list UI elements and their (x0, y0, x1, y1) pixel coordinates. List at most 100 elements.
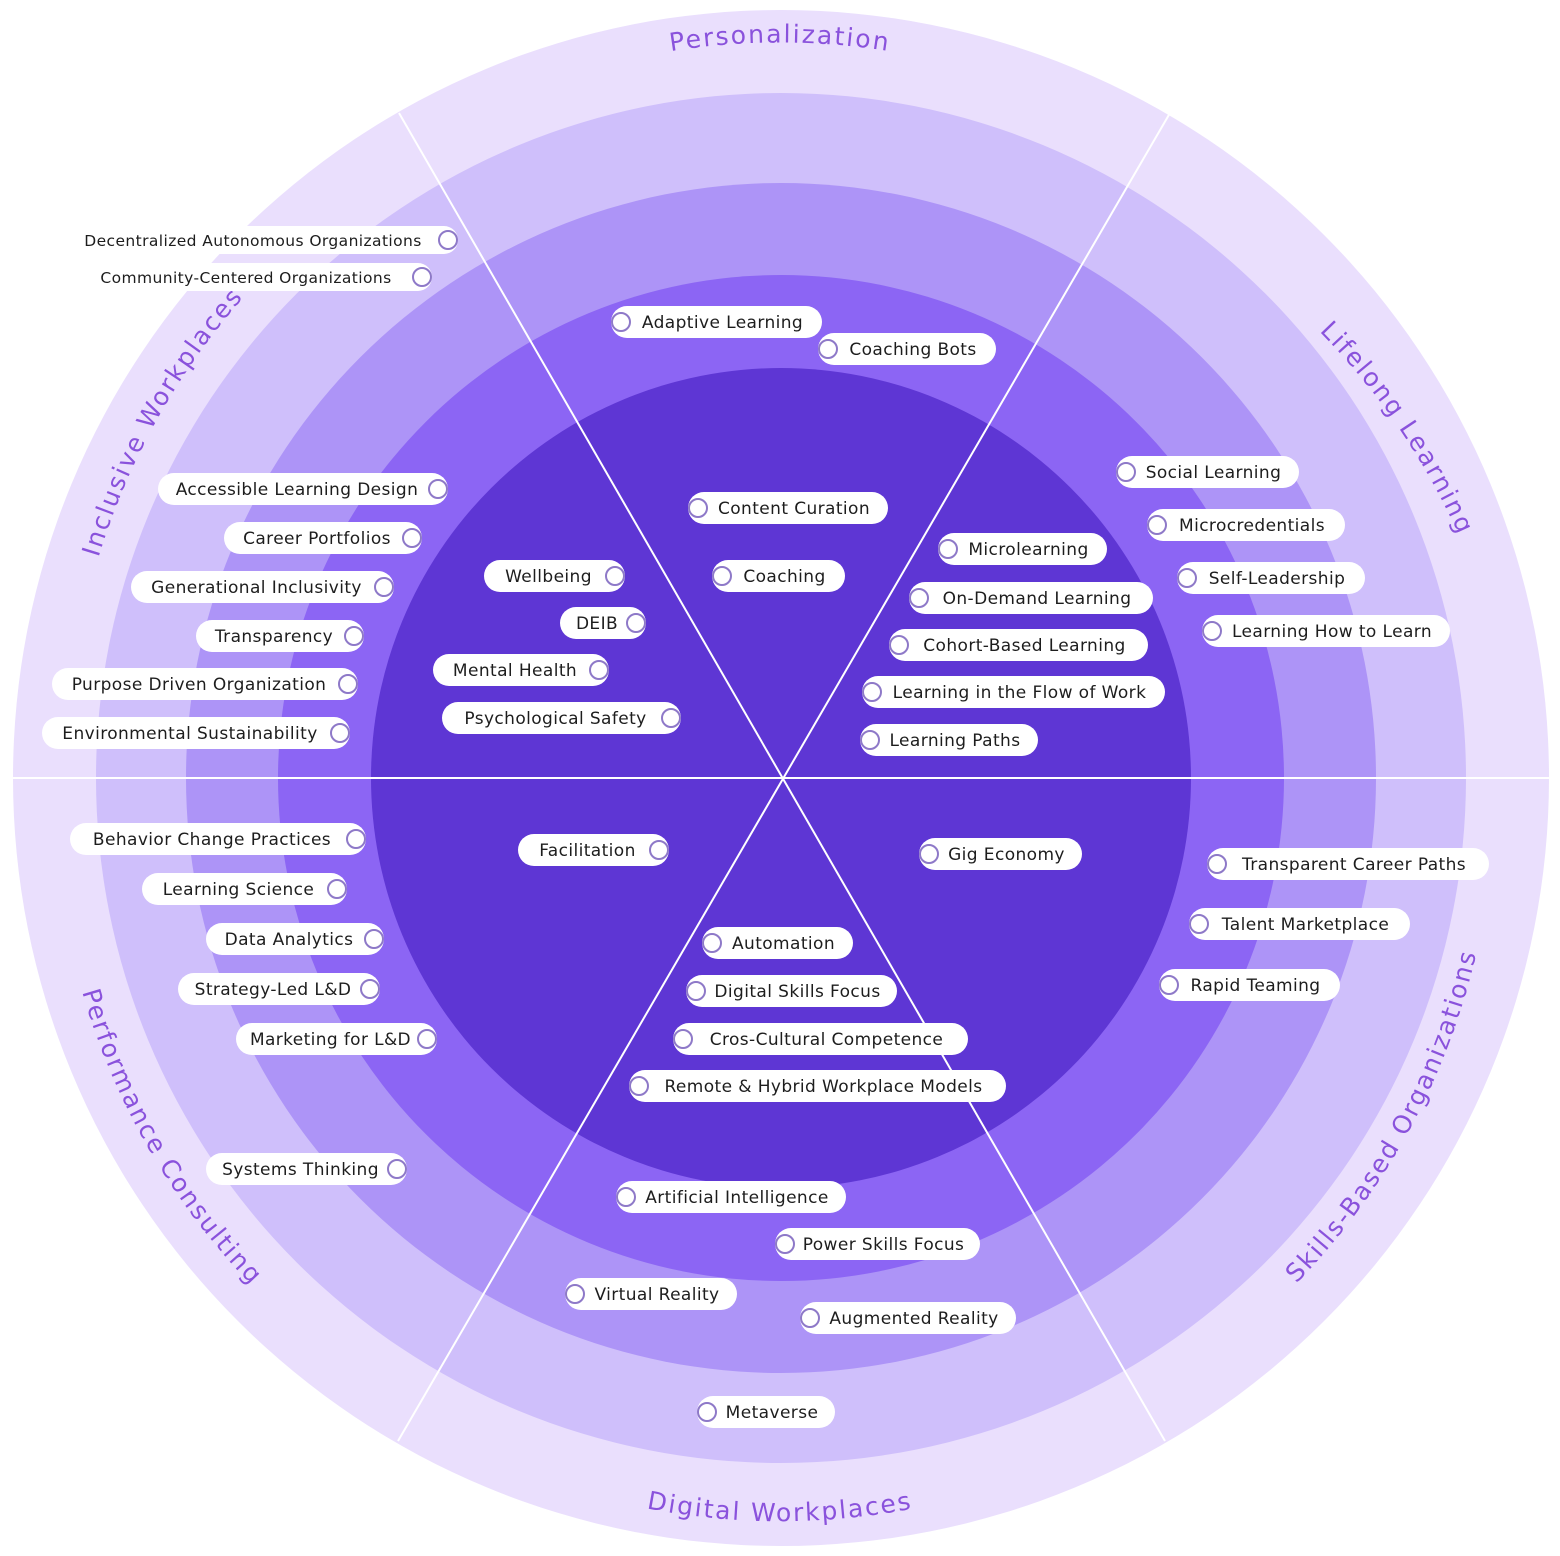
trend-item-wellbeing[interactable]: Wellbeing (484, 560, 625, 592)
trend-item-pill[interactable] (629, 1070, 1006, 1102)
trend-item-pill[interactable] (712, 560, 845, 592)
trend-item-pill[interactable] (224, 522, 422, 554)
trend-item-rapid-teaming[interactable]: Rapid Teaming (1159, 969, 1340, 1001)
trend-item-pill[interactable] (800, 1302, 1016, 1334)
trend-item-pill[interactable] (775, 1228, 980, 1260)
trend-item-transparency[interactable]: Transparency (196, 620, 364, 652)
trend-item-mental-health[interactable]: Mental Health (433, 654, 609, 686)
trend-item-on-demand-learning[interactable]: On-Demand Learning (909, 582, 1153, 614)
trend-item-label: Behavior Change Practices (93, 830, 331, 850)
trend-item-systems-thinking[interactable]: Systems Thinking (206, 1153, 407, 1185)
trend-item-pill[interactable] (909, 582, 1153, 614)
trend-item-pill[interactable] (673, 1023, 968, 1055)
trend-item-pill[interactable] (131, 571, 394, 603)
trend-item-automation[interactable]: Automation (702, 927, 853, 959)
trend-item-microcredentials[interactable]: Microcredentials (1147, 509, 1345, 541)
trend-item-pill[interactable] (560, 607, 646, 639)
trend-item-learning-paths[interactable]: Learning Paths (860, 724, 1038, 756)
trend-item-pill[interactable] (158, 473, 448, 505)
trend-item-marketing-for-landd[interactable]: Marketing for L&D (236, 1023, 437, 1055)
trend-item-learning-in-the-flow-of-work[interactable]: Learning in the Flow of Work (862, 676, 1165, 708)
trend-item-pill[interactable] (442, 702, 681, 734)
trend-item-psychological-safety[interactable]: Psychological Safety (442, 702, 681, 734)
trend-item-pill[interactable] (52, 668, 358, 700)
trend-item-dot-icon (629, 1076, 649, 1096)
trend-item-gig-economy[interactable]: Gig Economy (919, 838, 1082, 870)
trend-item-pill[interactable] (236, 1023, 437, 1055)
trend-item-pill[interactable] (1202, 615, 1450, 647)
trend-item-decentralized-autonomous-organizations[interactable]: Decentralized Autonomous Organizations (60, 226, 458, 254)
trend-item-strategy-led-landd[interactable]: Strategy-Led L&D (178, 973, 380, 1005)
trend-item-pill[interactable] (688, 492, 888, 524)
trend-item-cros-cultural-competence[interactable]: Cros-Cultural Competence (673, 1023, 968, 1055)
trend-item-pill[interactable] (818, 333, 996, 365)
trend-item-virtual-reality[interactable]: Virtual Reality (565, 1278, 737, 1310)
trend-item-label: Facilitation (539, 841, 636, 861)
trend-item-pill[interactable] (702, 927, 853, 959)
trend-item-pill[interactable] (72, 263, 432, 291)
trend-item-pill[interactable] (196, 620, 364, 652)
trend-item-accessible-learning-design[interactable]: Accessible Learning Design (158, 473, 448, 505)
trend-item-pill[interactable] (206, 923, 384, 955)
trend-item-cohort-based-learning[interactable]: Cohort-Based Learning (889, 629, 1148, 661)
trend-item-data-analytics[interactable]: Data Analytics (206, 923, 384, 955)
trend-item-deib[interactable]: DEIB (560, 607, 646, 639)
trend-item-career-portfolios[interactable]: Career Portfolios (224, 522, 422, 554)
trend-item-learning-how-to-learn[interactable]: Learning How to Learn (1202, 615, 1450, 647)
trend-item-augmented-reality[interactable]: Augmented Reality (800, 1302, 1016, 1334)
trend-item-behavior-change-practices[interactable]: Behavior Change Practices (70, 823, 366, 855)
trend-item-pill[interactable] (206, 1153, 407, 1185)
trend-item-remote-and-hybrid-workplace-models[interactable]: Remote & Hybrid Workplace Models (629, 1070, 1006, 1102)
trend-item-pill[interactable] (862, 676, 1165, 708)
trend-item-facilitation[interactable]: Facilitation (518, 834, 669, 866)
trend-item-label: Microcredentials (1179, 516, 1325, 536)
trend-item-label: Augmented Reality (829, 1309, 998, 1329)
trend-item-environmental-sustainability[interactable]: Environmental Sustainability (42, 717, 350, 749)
trend-item-label: Environmental Sustainability (62, 724, 317, 744)
trend-item-artificial-intelligence[interactable]: Artificial Intelligence (616, 1181, 846, 1213)
trend-item-pill[interactable] (1116, 456, 1299, 488)
trend-item-transparent-career-paths[interactable]: Transparent Career Paths (1207, 848, 1489, 880)
trend-item-dot-icon (649, 840, 669, 860)
trend-item-digital-skills-focus[interactable]: Digital Skills Focus (686, 975, 897, 1007)
trend-item-pill[interactable] (1147, 509, 1345, 541)
trend-item-metaverse[interactable]: Metaverse (697, 1396, 835, 1428)
trend-item-pill[interactable] (1177, 562, 1365, 594)
trend-item-power-skills-focus[interactable]: Power Skills Focus (775, 1228, 980, 1260)
trend-item-pill[interactable] (860, 724, 1038, 756)
trend-item-microlearning[interactable]: Microlearning (938, 533, 1107, 565)
trend-item-pill[interactable] (142, 873, 347, 905)
trend-item-purpose-driven-organization[interactable]: Purpose Driven Organization (52, 668, 358, 700)
trend-item-social-learning[interactable]: Social Learning (1116, 456, 1299, 488)
trend-item-label: Remote & Hybrid Workplace Models (664, 1077, 982, 1097)
trend-item-pill[interactable] (565, 1278, 737, 1310)
trend-item-pill[interactable] (889, 629, 1148, 661)
trend-item-self-leadership[interactable]: Self-Leadership (1177, 562, 1365, 594)
trend-item-pill[interactable] (1207, 848, 1489, 880)
trend-item-learning-science[interactable]: Learning Science (142, 873, 347, 905)
trend-item-pill[interactable] (60, 226, 458, 254)
trend-item-coaching[interactable]: Coaching (712, 560, 845, 592)
trend-item-pill[interactable] (1159, 969, 1340, 1001)
trend-item-coaching-bots[interactable]: Coaching Bots (818, 333, 996, 365)
trend-item-pill[interactable] (1189, 908, 1410, 940)
trend-item-pill[interactable] (697, 1396, 835, 1428)
trend-item-pill[interactable] (518, 834, 669, 866)
trend-item-pill[interactable] (178, 973, 380, 1005)
trend-item-pill[interactable] (433, 654, 609, 686)
trend-item-adaptive-learning[interactable]: Adaptive Learning (611, 306, 822, 338)
trend-item-pill[interactable] (611, 306, 822, 338)
trend-item-label: Adaptive Learning (642, 313, 803, 333)
trend-item-pill[interactable] (70, 823, 366, 855)
trend-item-community-centered-organizations[interactable]: Community-Centered Organizations (72, 263, 432, 291)
trend-item-pill[interactable] (919, 838, 1082, 870)
trend-item-pill[interactable] (484, 560, 625, 592)
trend-item-pill[interactable] (686, 975, 897, 1007)
trend-item-content-curation[interactable]: Content Curation (688, 492, 888, 524)
trend-item-pill[interactable] (938, 533, 1107, 565)
trend-item-pill[interactable] (616, 1181, 846, 1213)
divider-diagonal-b (397, 112, 1171, 1442)
trend-item-pill[interactable] (42, 717, 350, 749)
trend-item-generational-inclusivity[interactable]: Generational Inclusivity (131, 571, 394, 603)
trend-item-talent-marketplace[interactable]: Talent Marketplace (1189, 908, 1410, 940)
